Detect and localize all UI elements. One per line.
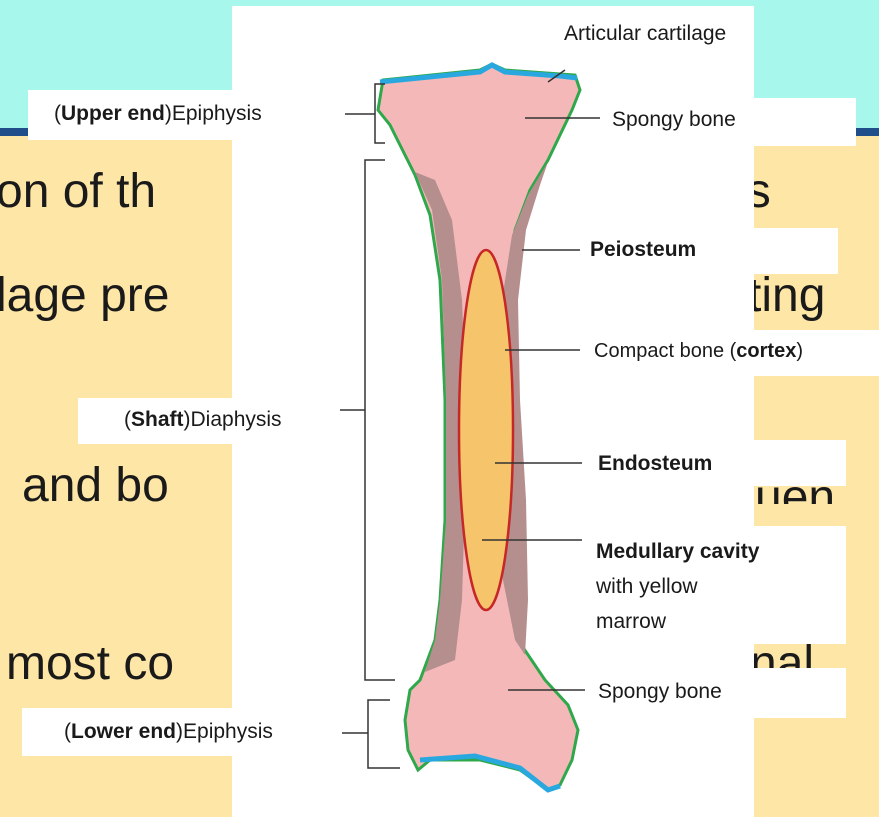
- label-articular-cartilage-text: Articular cartilage: [564, 22, 726, 45]
- label-upper-epiphysis: (Upper end)Epiphysis: [28, 90, 340, 140]
- bracket-lower-epiphysis: [342, 700, 400, 768]
- label-compact-bone-suffix: ): [796, 340, 803, 362]
- label-upper-end-bold: Upper end: [61, 102, 165, 125]
- label-articular-cartilage: Articular cartilage: [556, 12, 752, 58]
- label-endosteum-text: Endosteum: [598, 452, 712, 475]
- label-upper-epiphysis-text: Epiphysis: [172, 102, 262, 125]
- label-spongy-bone-top-text: Spongy bone: [612, 108, 736, 131]
- label-shaft-bold: Shaft: [131, 408, 184, 431]
- label-spongy-bone-top: Spongy bone: [604, 98, 856, 146]
- label-periosteum-text: Peiosteum: [590, 238, 696, 261]
- label-medullary-line3: marrow: [596, 610, 666, 633]
- label-medullary-line2: with yellow: [596, 575, 698, 598]
- label-spongy-bone-bottom-text: Spongy bone: [598, 680, 722, 703]
- label-diaphysis-text: Diaphysis: [191, 408, 282, 431]
- label-medullary-cavity: Medullary cavity with yellow marrow: [586, 526, 846, 644]
- label-compact-bone-bold: cortex: [736, 340, 796, 362]
- label-medullary-cavity-title: Medullary cavity: [596, 540, 759, 563]
- label-periosteum: Peiosteum: [586, 228, 838, 274]
- label-compact-bone: Compact bone (cortex): [586, 330, 879, 376]
- label-spongy-bone-bottom: Spongy bone: [588, 668, 846, 718]
- label-compact-bone-prefix: Compact bone (: [594, 340, 736, 362]
- label-diaphysis: (Shaft)Diaphysis: [78, 398, 334, 444]
- label-lower-epiphysis-text: Epiphysis: [183, 720, 273, 743]
- bracket-diaphysis: [340, 160, 395, 680]
- label-endosteum: Endosteum: [588, 440, 846, 486]
- label-lower-end-bold: Lower end: [71, 720, 176, 743]
- label-lower-epiphysis: (Lower end)Epiphysis: [22, 708, 338, 756]
- medullary-cavity: [459, 250, 513, 610]
